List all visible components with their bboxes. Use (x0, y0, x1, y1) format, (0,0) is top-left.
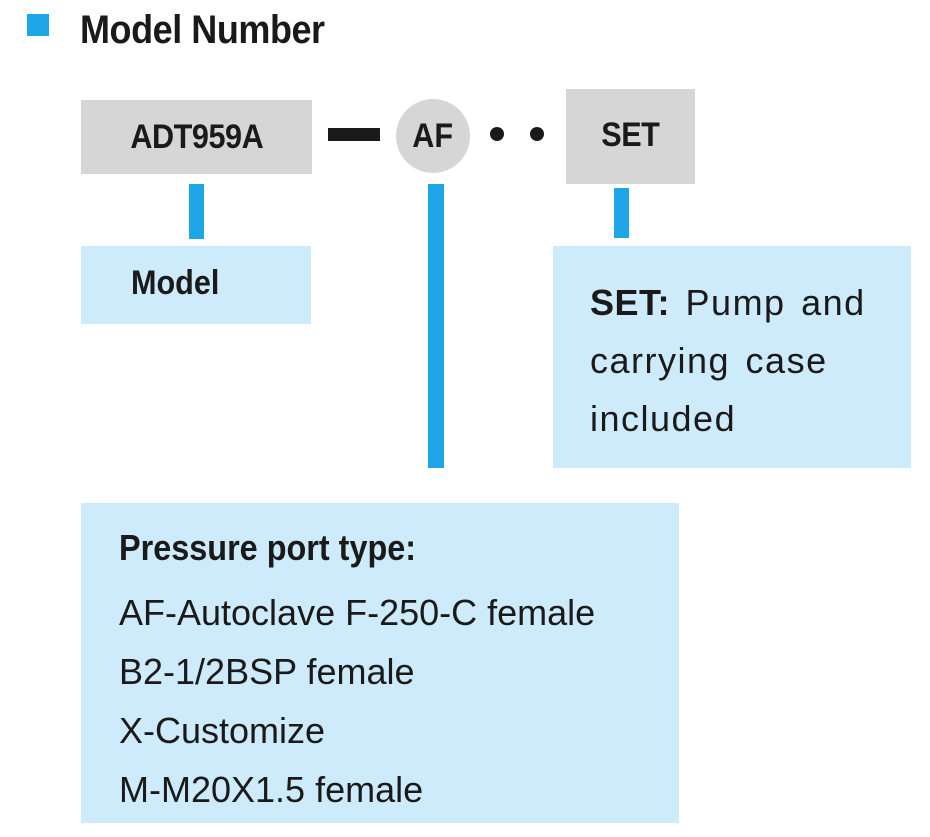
set-code-label: SET (601, 116, 660, 154)
separator-dot (490, 127, 504, 141)
set-info-box: SET: Pump and carrying case included (553, 246, 911, 468)
model-info-box: Model (81, 246, 311, 324)
port-code-circle: AF (396, 99, 470, 173)
port-options-list: AF-Autoclave F-250-C female B2-1/2BSP fe… (119, 583, 595, 819)
model-info-label: Model (131, 264, 220, 302)
model-code-box: ADT959A (81, 100, 312, 174)
set-code-box: SET (566, 89, 695, 184)
set-info-text: SET: Pump and carrying case included (590, 274, 890, 448)
separator-dot (530, 127, 544, 141)
port-info-box: Pressure port type: AF-Autoclave F-250-C… (81, 503, 679, 823)
list-item: X-Customize (119, 710, 326, 751)
model-connector (189, 184, 204, 239)
list-item: B2-1/2BSP female (119, 651, 415, 692)
model-code-label: ADT959A (130, 117, 263, 156)
set-info-description: Pump and carrying case included (590, 282, 866, 439)
page-title: Model Number (80, 8, 325, 52)
port-connector (428, 184, 444, 468)
separator-dash (328, 128, 380, 141)
list-item: M-M20X1.5 female (119, 769, 424, 810)
list-item: AF-Autoclave F-250-C female (119, 592, 596, 633)
set-connector (614, 188, 629, 238)
port-info-heading: Pressure port type: (119, 527, 417, 568)
port-code-label: AF (412, 116, 454, 155)
title-bullet-icon (27, 14, 49, 36)
set-info-label: SET: (590, 282, 671, 323)
